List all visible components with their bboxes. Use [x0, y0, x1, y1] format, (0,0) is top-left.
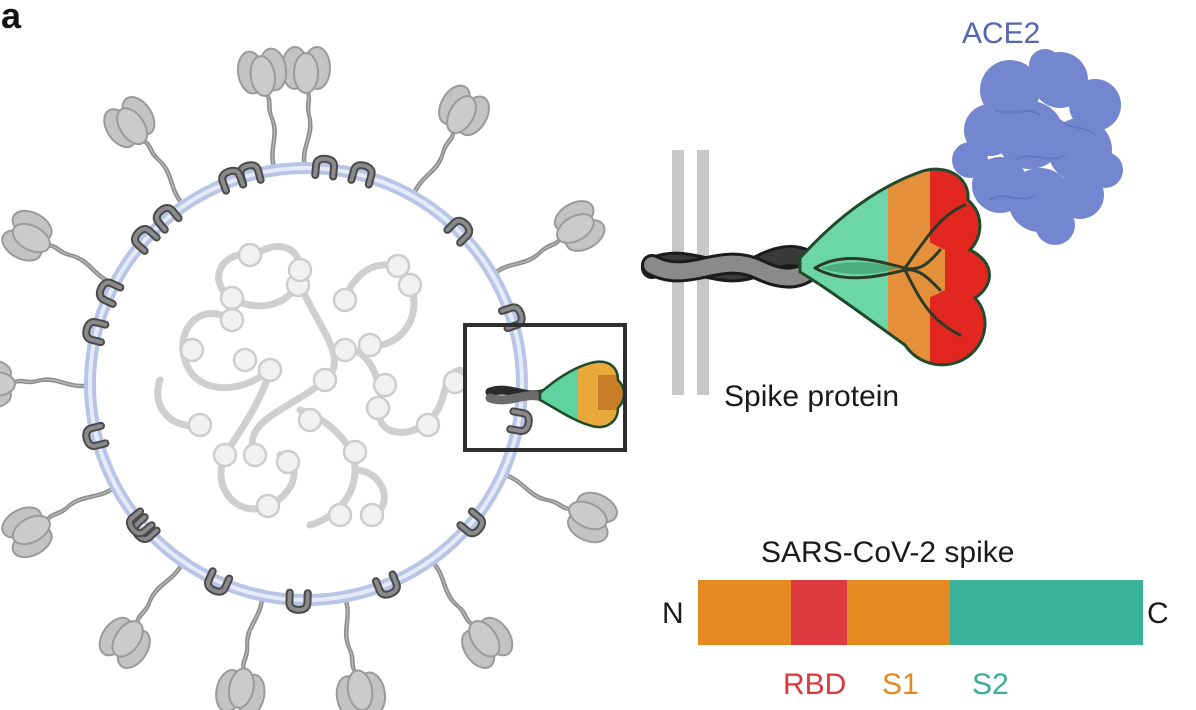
ace2-label: ACE2: [962, 17, 1040, 50]
rna-bead: [372, 372, 398, 398]
rna-bead: [179, 337, 205, 363]
rna-bead: [242, 442, 268, 468]
rna-bead: [287, 257, 313, 283]
bar-title: SARS-CoV-2 spike: [761, 536, 1014, 569]
rna-bead: [442, 369, 468, 395]
zoom-box: [463, 323, 627, 452]
n-terminus-label: N: [662, 597, 684, 630]
rbd-segment: [791, 580, 847, 645]
rna-bead: [359, 502, 385, 528]
rna-bead: [415, 412, 441, 438]
rna-bead: [297, 407, 323, 433]
virion: [0, 45, 627, 710]
rbd-label: RBD: [783, 668, 846, 701]
rna-bead: [385, 253, 411, 279]
rna-bead: [219, 285, 245, 311]
s1-segment-n: [698, 580, 793, 645]
panel-label: a: [1, 0, 22, 36]
s1-segment-c: [847, 580, 950, 645]
rna-bead: [219, 307, 245, 333]
rna-bead: [257, 357, 283, 383]
rna-bead: [332, 337, 358, 363]
s2-segment: [950, 580, 1143, 645]
rna-bead: [212, 442, 238, 468]
rna-bead: [332, 287, 358, 313]
rna-bead: [237, 242, 263, 268]
s2-label: S2: [972, 668, 1009, 701]
rna-bead: [232, 347, 258, 373]
rna-bead: [312, 367, 338, 393]
spike-protein-label: Spike protein: [724, 380, 899, 413]
virion-spike: [492, 453, 623, 550]
spike-zoom-illustration: [641, 49, 1123, 395]
spike-domain-bar: SARS-CoV-2 spike N C RBD S1 S2: [662, 536, 1169, 701]
rna-bead: [365, 395, 391, 421]
virion-spike: [211, 591, 286, 710]
rna-bead: [255, 493, 281, 519]
virion-spike: [319, 593, 390, 710]
rna-bead: [397, 272, 423, 298]
c-terminus-label: C: [1147, 597, 1169, 630]
rna-bead: [342, 439, 368, 465]
rna-bead: [327, 502, 353, 528]
ace2-receptor: [952, 49, 1123, 245]
rna-beads: [179, 242, 468, 528]
virion-spike: [281, 46, 331, 167]
rna-bead: [357, 332, 383, 358]
rna-bead: [187, 412, 213, 438]
virion-spike: [0, 359, 89, 409]
rna-bead: [275, 449, 301, 475]
s1-label: S1: [882, 668, 919, 701]
